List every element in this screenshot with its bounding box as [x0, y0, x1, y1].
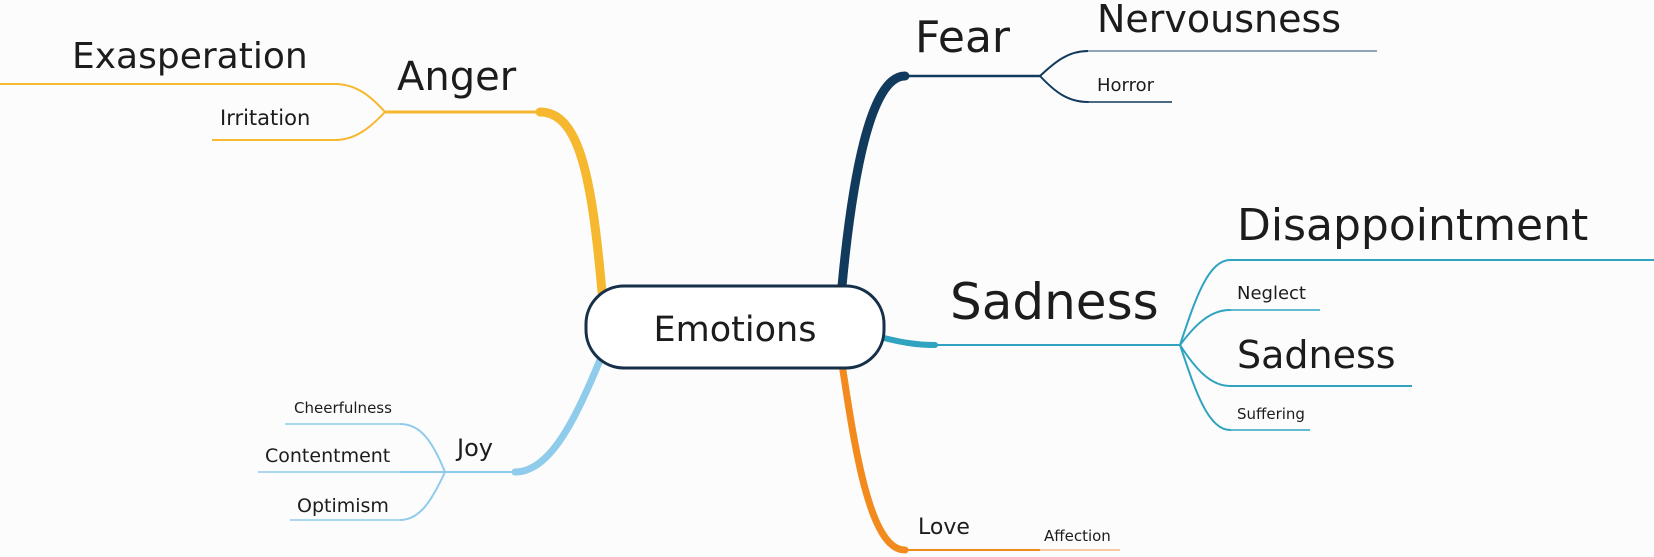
label-nervousness[interactable]: Nervousness [1097, 0, 1341, 41]
label-affection[interactable]: Affection [1044, 527, 1111, 545]
connector-optimism [399, 471, 446, 521]
connector-sadness [877, 334, 938, 348]
label-horror[interactable]: Horror [1097, 75, 1155, 96]
label-exasperation[interactable]: Exasperation [72, 36, 308, 77]
central-node-label[interactable]: Emotions [654, 310, 817, 350]
connector-horror [1039, 75, 1089, 103]
central-node[interactable]: Emotions [584, 284, 886, 370]
label-optimism[interactable]: Optimism [297, 495, 389, 517]
branch-love: Love Affection [838, 360, 1120, 554]
label-fear[interactable]: Fear [915, 12, 1011, 63]
label-irritation[interactable]: Irritation [220, 106, 310, 130]
label-joy[interactable]: Joy [455, 434, 493, 462]
connector-fear [837, 71, 910, 291]
connector-nervousness [1039, 50, 1089, 77]
label-love[interactable]: Love [918, 515, 970, 540]
label-disappointment[interactable]: Disappointment [1237, 200, 1588, 251]
label-anger[interactable]: Anger [397, 54, 517, 100]
central-node-box [584, 284, 886, 370]
connector-suffering [1179, 344, 1231, 431]
connector-neglect [1179, 309, 1231, 346]
connector-anger [535, 107, 607, 297]
branch-sadness: Sadness Disappointment Neglect Sadness S… [877, 200, 1654, 431]
connector-love [838, 360, 909, 554]
branch-fear: Fear Nervousness Horror [837, 0, 1377, 291]
branch-anger: Anger Exasperation Irritation [0, 36, 607, 297]
connector-cheerfulness [399, 423, 446, 473]
branch-joy: Joy Cheerfulness Contentment Optimism [258, 356, 604, 521]
connector-exasperation [334, 83, 386, 113]
label-suffering[interactable]: Suffering [1237, 405, 1305, 423]
label-contentment[interactable]: Contentment [265, 445, 390, 467]
label-cheerfulness[interactable]: Cheerfulness [294, 399, 392, 417]
connector-irritation [334, 111, 386, 141]
label-sadness-sub[interactable]: Sadness [1237, 333, 1396, 377]
connector-joy [511, 356, 604, 476]
label-sadness[interactable]: Sadness [950, 273, 1159, 331]
connector-disappointment [1179, 259, 1231, 346]
connector-sadness-sub [1179, 344, 1231, 387]
label-neglect[interactable]: Neglect [1237, 283, 1306, 304]
